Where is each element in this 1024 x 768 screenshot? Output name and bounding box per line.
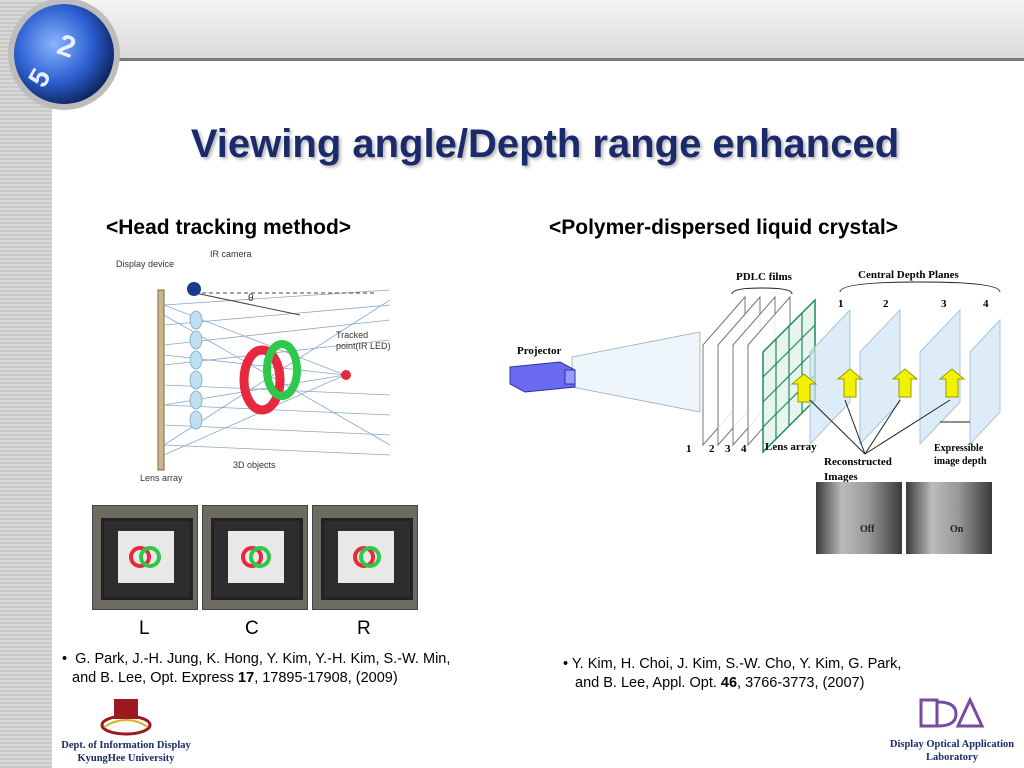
film-number-3: 3 [725,443,731,455]
plane-number-2: 2 [883,298,889,310]
rings-icon [241,546,271,568]
left-decorative-band [0,0,52,768]
photo-center-view [202,505,308,610]
display-device-label: Display device [116,259,174,269]
footer-right-lab: Display Optical Application Laboratory [889,739,1015,763]
lens-array-label: Lens array [140,473,183,483]
projector-label: Projector [517,345,561,357]
lens-grid-lines [762,313,816,439]
reconstructed-label-2: Images [824,471,858,483]
photo-label-center: C [245,618,259,639]
photo-label-left: L [139,618,150,639]
film-number-1: 1 [686,443,692,455]
pdlc-films-label: PDLC films [736,271,793,283]
tracked-point-label-1: Tracked [336,330,368,340]
photo-left-view [92,505,198,610]
reconstructed-label-1: Reconstructed [824,456,892,468]
red-ring-object [239,345,285,415]
header-band [0,0,1024,60]
rings-icon [129,546,161,568]
lens-array [189,310,203,430]
camera-angle-line [194,292,301,316]
pdlc-diagram: Projector PDLC films Central Depth Plane… [509,269,1001,483]
expressible-label-2: image depth [934,456,987,467]
plane-number-4: 4 [983,298,989,310]
reference-left: • G. Park, J.-H. Jung, K. Hong, Y. Kim, … [62,651,451,686]
footer-left-university: Dept. of Information Display KyungHee Un… [61,740,191,764]
objects-label: 3D objects [233,460,276,470]
expressible-label-1: Expressible [934,443,984,454]
tracked-point-label-2: point(IR LED) [336,341,391,351]
doa-lab-logo-icon [919,696,985,728]
kyunghee-logo-icon [100,699,152,736]
pdlc-photo-off: Off [816,482,902,554]
page-title: Viewing angle/Depth range enhanced [190,122,900,166]
plane-number-1: 1 [838,298,844,310]
film-number-4: 4 [741,443,747,455]
keypad-logo: 2 5 [14,4,114,104]
annotation-lines [731,281,1001,455]
pdlc-heading: <Polymer-dispersed liquid crystal> [549,216,898,239]
theta-label: θ [248,293,254,304]
central-depth-planes-label: Central Depth Planes [858,269,960,281]
display-device-bar [157,289,165,471]
ir-camera-icon [187,282,201,296]
header-divider [100,58,1024,61]
rings-icon [353,546,381,568]
green-ring-object [263,340,301,400]
ir-led-point [341,370,351,380]
photo-right-view [312,505,418,610]
photo-label-right: R [357,618,371,639]
head-tracking-diagram: Display device IR camera θ Tracked point… [116,249,391,483]
yellow-arrows [790,368,966,403]
reference-right: • Y. Kim, H. Choi, J. Kim, S.-W. Cho, Y.… [563,656,902,691]
head-tracking-heading: <Head tracking method> [106,216,352,239]
lens-array-label-right: Lens array [765,441,817,453]
plane-number-3: 3 [941,298,947,310]
projector-icon [509,361,576,393]
projection-beam [571,331,701,413]
pdlc-photo-on: On [906,482,992,554]
ir-camera-label: IR camera [210,249,252,259]
film-number-2: 2 [709,443,715,455]
